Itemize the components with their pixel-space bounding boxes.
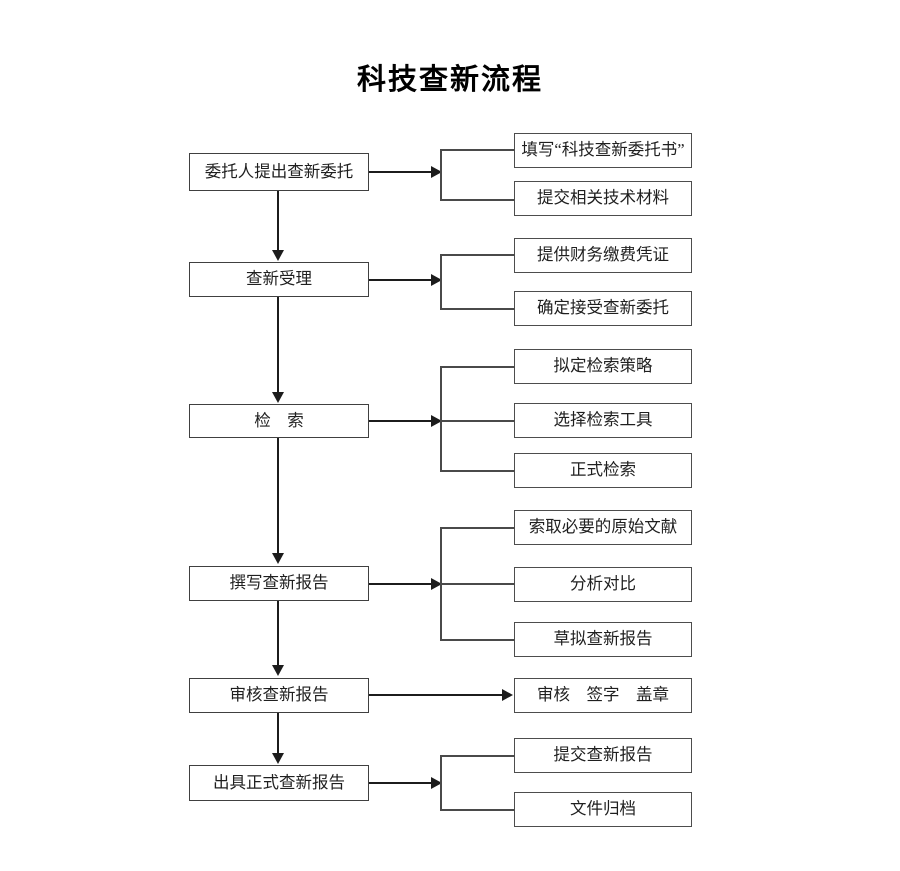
arrowhead-stage2 — [272, 250, 284, 261]
detail-box-1-1[interactable]: 填写“科技查新委托书” — [514, 133, 692, 168]
bracket-branch-4-1 — [440, 527, 515, 529]
bracket-spine-2 — [440, 254, 442, 309]
bracket-branch-3-1 — [440, 366, 515, 368]
stage-box-3[interactable]: 检 索 — [189, 404, 369, 438]
bracket-branch-3-2 — [440, 420, 515, 422]
page-title: 科技查新流程 — [356, 64, 543, 96]
detail-box-1-2[interactable]: 提交相关技术材料 — [514, 181, 692, 216]
detail-box-6-1[interactable]: 提交查新报告 — [514, 738, 692, 773]
bracket-branch-1-1 — [440, 149, 515, 151]
connector-stage1-arrow — [369, 171, 433, 174]
bracket-branch-4-2 — [440, 583, 515, 585]
connector-stage4-stage5 — [277, 601, 280, 666]
stage-box-2[interactable]: 查新受理 — [189, 262, 369, 297]
stage-box-6[interactable]: 出具正式查新报告 — [189, 765, 369, 801]
detail-box-6-2[interactable]: 文件归档 — [514, 792, 692, 827]
arrowhead-stage3 — [272, 392, 284, 403]
bracket-branch-2-1 — [440, 254, 515, 256]
bracket-branch-1-2 — [440, 199, 515, 201]
detail-box-3-2[interactable]: 选择检索工具 — [514, 403, 692, 438]
bracket-branch-6-2 — [440, 809, 515, 811]
bracket-branch-4-3 — [440, 639, 515, 641]
connector-stage5-stage6 — [277, 713, 280, 754]
bracket-branch-2-2 — [440, 308, 515, 310]
connector-stage6-arrow — [369, 782, 433, 785]
detail-box-4-3[interactable]: 草拟查新报告 — [514, 622, 692, 657]
detail-box-2-1[interactable]: 提供财务缴费凭证 — [514, 238, 692, 273]
arrowhead-stage6-branch — [431, 777, 442, 789]
connector-stage2-arrow — [369, 279, 433, 282]
detail-box-5-1[interactable]: 审核 签字 盖章 — [514, 678, 692, 713]
connector-stage4-arrow — [369, 583, 433, 586]
arrowhead-stage4 — [272, 553, 284, 564]
arrowhead-stage6 — [272, 753, 284, 764]
connector-stage3-stage4 — [277, 438, 280, 553]
bracket-branch-3-3 — [440, 470, 515, 472]
connector-stage2-stage3 — [277, 297, 280, 392]
stage-box-5[interactable]: 审核查新报告 — [189, 678, 369, 713]
arrowhead-stage1 — [431, 166, 442, 178]
connector-stage5-arrow — [369, 694, 503, 697]
stage-box-4[interactable]: 撰写查新报告 — [189, 566, 369, 601]
stage-box-1[interactable]: 委托人提出查新委托 — [189, 153, 369, 191]
bracket-branch-6-1 — [440, 755, 515, 757]
arrowhead-stage4-branch — [431, 578, 442, 590]
detail-box-4-2[interactable]: 分析对比 — [514, 567, 692, 602]
arrowhead-stage5-branch — [502, 689, 513, 701]
detail-box-3-3[interactable]: 正式检索 — [514, 453, 692, 488]
bracket-spine-6 — [440, 755, 442, 810]
arrowhead-stage5 — [272, 665, 284, 676]
detail-box-2-2[interactable]: 确定接受查新委托 — [514, 291, 692, 326]
arrowhead-stage2-branch — [431, 274, 442, 286]
bracket-spine-1 — [440, 149, 442, 200]
connector-stage1-stage2 — [277, 191, 280, 251]
connector-stage3-arrow — [369, 420, 433, 423]
detail-box-4-1[interactable]: 索取必要的原始文献 — [514, 510, 692, 545]
arrowhead-stage3-branch — [431, 415, 442, 427]
detail-box-3-1[interactable]: 拟定检索策略 — [514, 349, 692, 384]
bracket-spine-3 — [440, 366, 442, 471]
